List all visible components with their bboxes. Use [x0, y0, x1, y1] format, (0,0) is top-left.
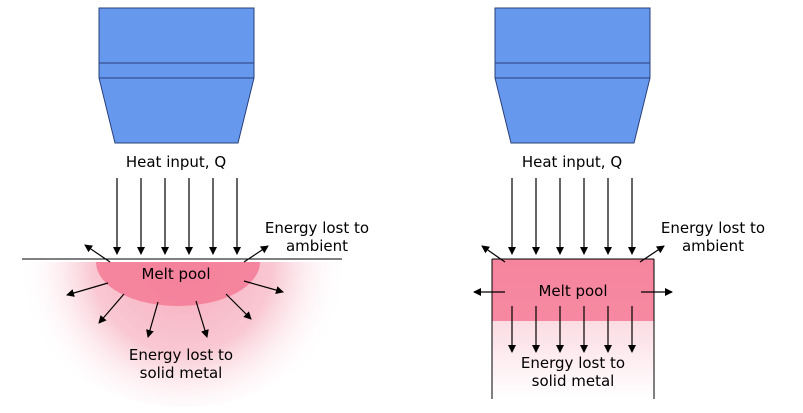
left-solid-loss-arrow: [66, 282, 109, 297]
left-solid-loss-arrows: [66, 280, 284, 338]
left-nozzle-tip: [98, 62, 255, 144]
left-nozzle-body: [98, 7, 255, 64]
right-solid-loss-label-line1: Energy lost to: [521, 354, 625, 372]
right-heat-input-arrows: [508, 178, 636, 255]
right-ambient-loss-arrow: [639, 245, 665, 263]
left-solid-loss-arrow: [195, 300, 209, 338]
left-solid-loss-arrow: [243, 280, 284, 294]
right-ambient-loss-label-line2: ambient: [682, 237, 744, 255]
right-ambient-loss-arrow: [481, 245, 506, 263]
left-solid-loss-label-line1: Energy lost to: [129, 346, 233, 364]
left-ambient-loss-label-line1: Energy lost to: [265, 219, 369, 237]
left-melt-pool: [96, 262, 260, 306]
left-solid-loss-arrow: [98, 293, 125, 324]
right-solid-loss-label-line2: solid metal: [532, 372, 615, 390]
right-melt-pool-label: Melt pool: [538, 282, 607, 300]
right-diagram: Heat input, Q Energy lost to ambient Mel…: [473, 7, 765, 399]
left-solid-loss-arrow: [225, 293, 252, 320]
right-solid-loss-arrows: [508, 306, 636, 353]
left-melt-pool-label: Melt pool: [141, 265, 210, 283]
left-ambient-loss-arrow: [84, 244, 111, 263]
left-heat-affected-zone: [15, 262, 351, 407]
right-ambient-loss-label-line1: Energy lost to: [661, 219, 765, 237]
left-solid-loss-arrow: [146, 301, 159, 338]
right-nozzle-body: [494, 7, 651, 64]
right-nozzle-tip: [494, 62, 651, 144]
right-melt-pool: [492, 259, 654, 321]
left-heat-input-label: Heat input, Q: [126, 153, 226, 171]
left-solid-loss-label-line2: solid metal: [140, 364, 223, 382]
left-ambient-loss-label-line2: ambient: [286, 237, 348, 255]
left-heat-input-arrows: [113, 178, 241, 255]
left-nozzle: [98, 7, 255, 144]
left-diagram: Heat input, Q Energy lost to ambient Mel…: [15, 7, 369, 407]
right-nozzle: [494, 7, 651, 144]
left-ambient-loss-arrow: [243, 245, 269, 263]
right-heat-input-label: Heat input, Q: [522, 153, 622, 171]
